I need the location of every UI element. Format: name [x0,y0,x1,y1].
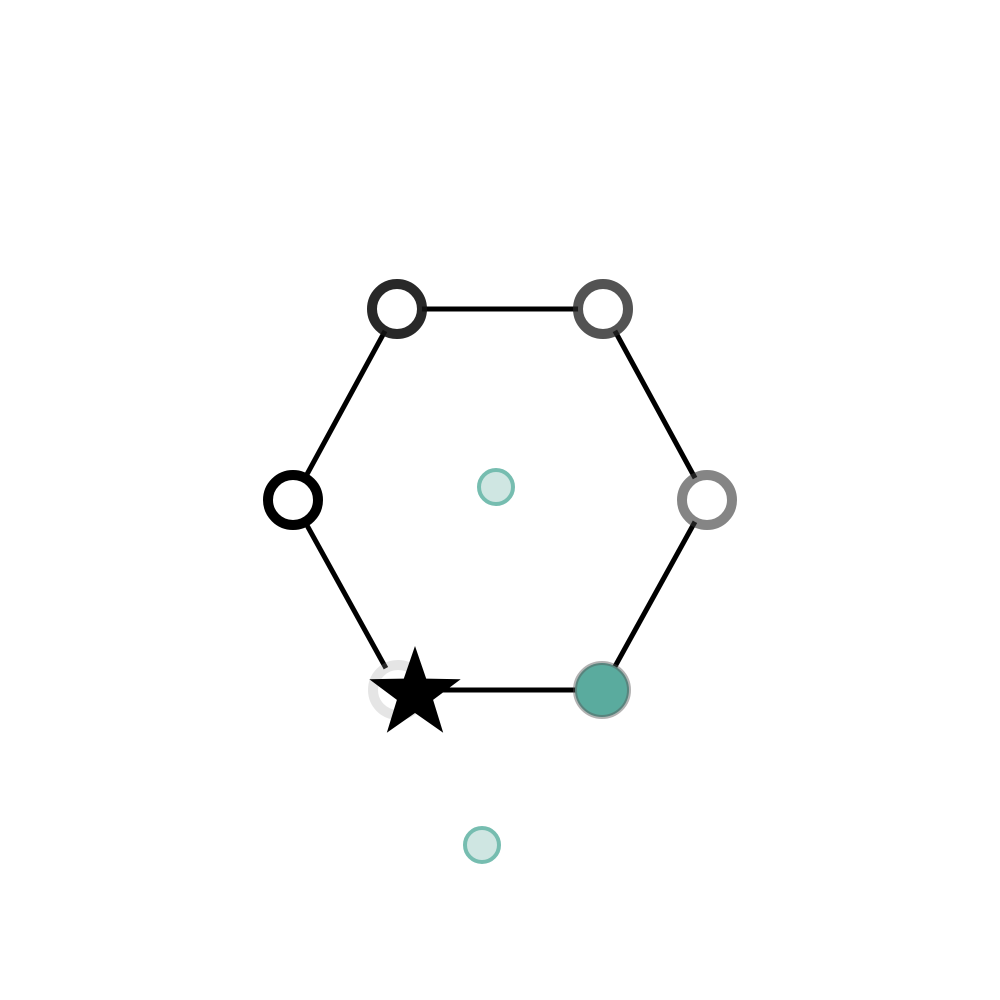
hexagon-edge [599,498,710,692]
teal-dot-below [463,826,501,864]
hexagon-edge [290,307,400,502]
vertex-bottom-right [573,661,631,719]
vertex-right [677,470,737,530]
vertex-right-ring [677,470,737,530]
vertex-top-right [573,279,633,339]
vertex-top-left [367,279,427,339]
teal-dot-center [477,468,515,506]
vertex-top-left-ring [367,279,427,339]
vertex-bottom-right-ring [573,661,631,719]
vertex-left-ring [263,470,323,530]
star-icon [369,646,461,733]
vertex-top-right-ring [573,279,633,339]
hexagon-edge [600,307,710,502]
hexagon-edge [290,498,401,692]
hexagon-edges [290,306,710,693]
vertex-left [263,470,323,530]
